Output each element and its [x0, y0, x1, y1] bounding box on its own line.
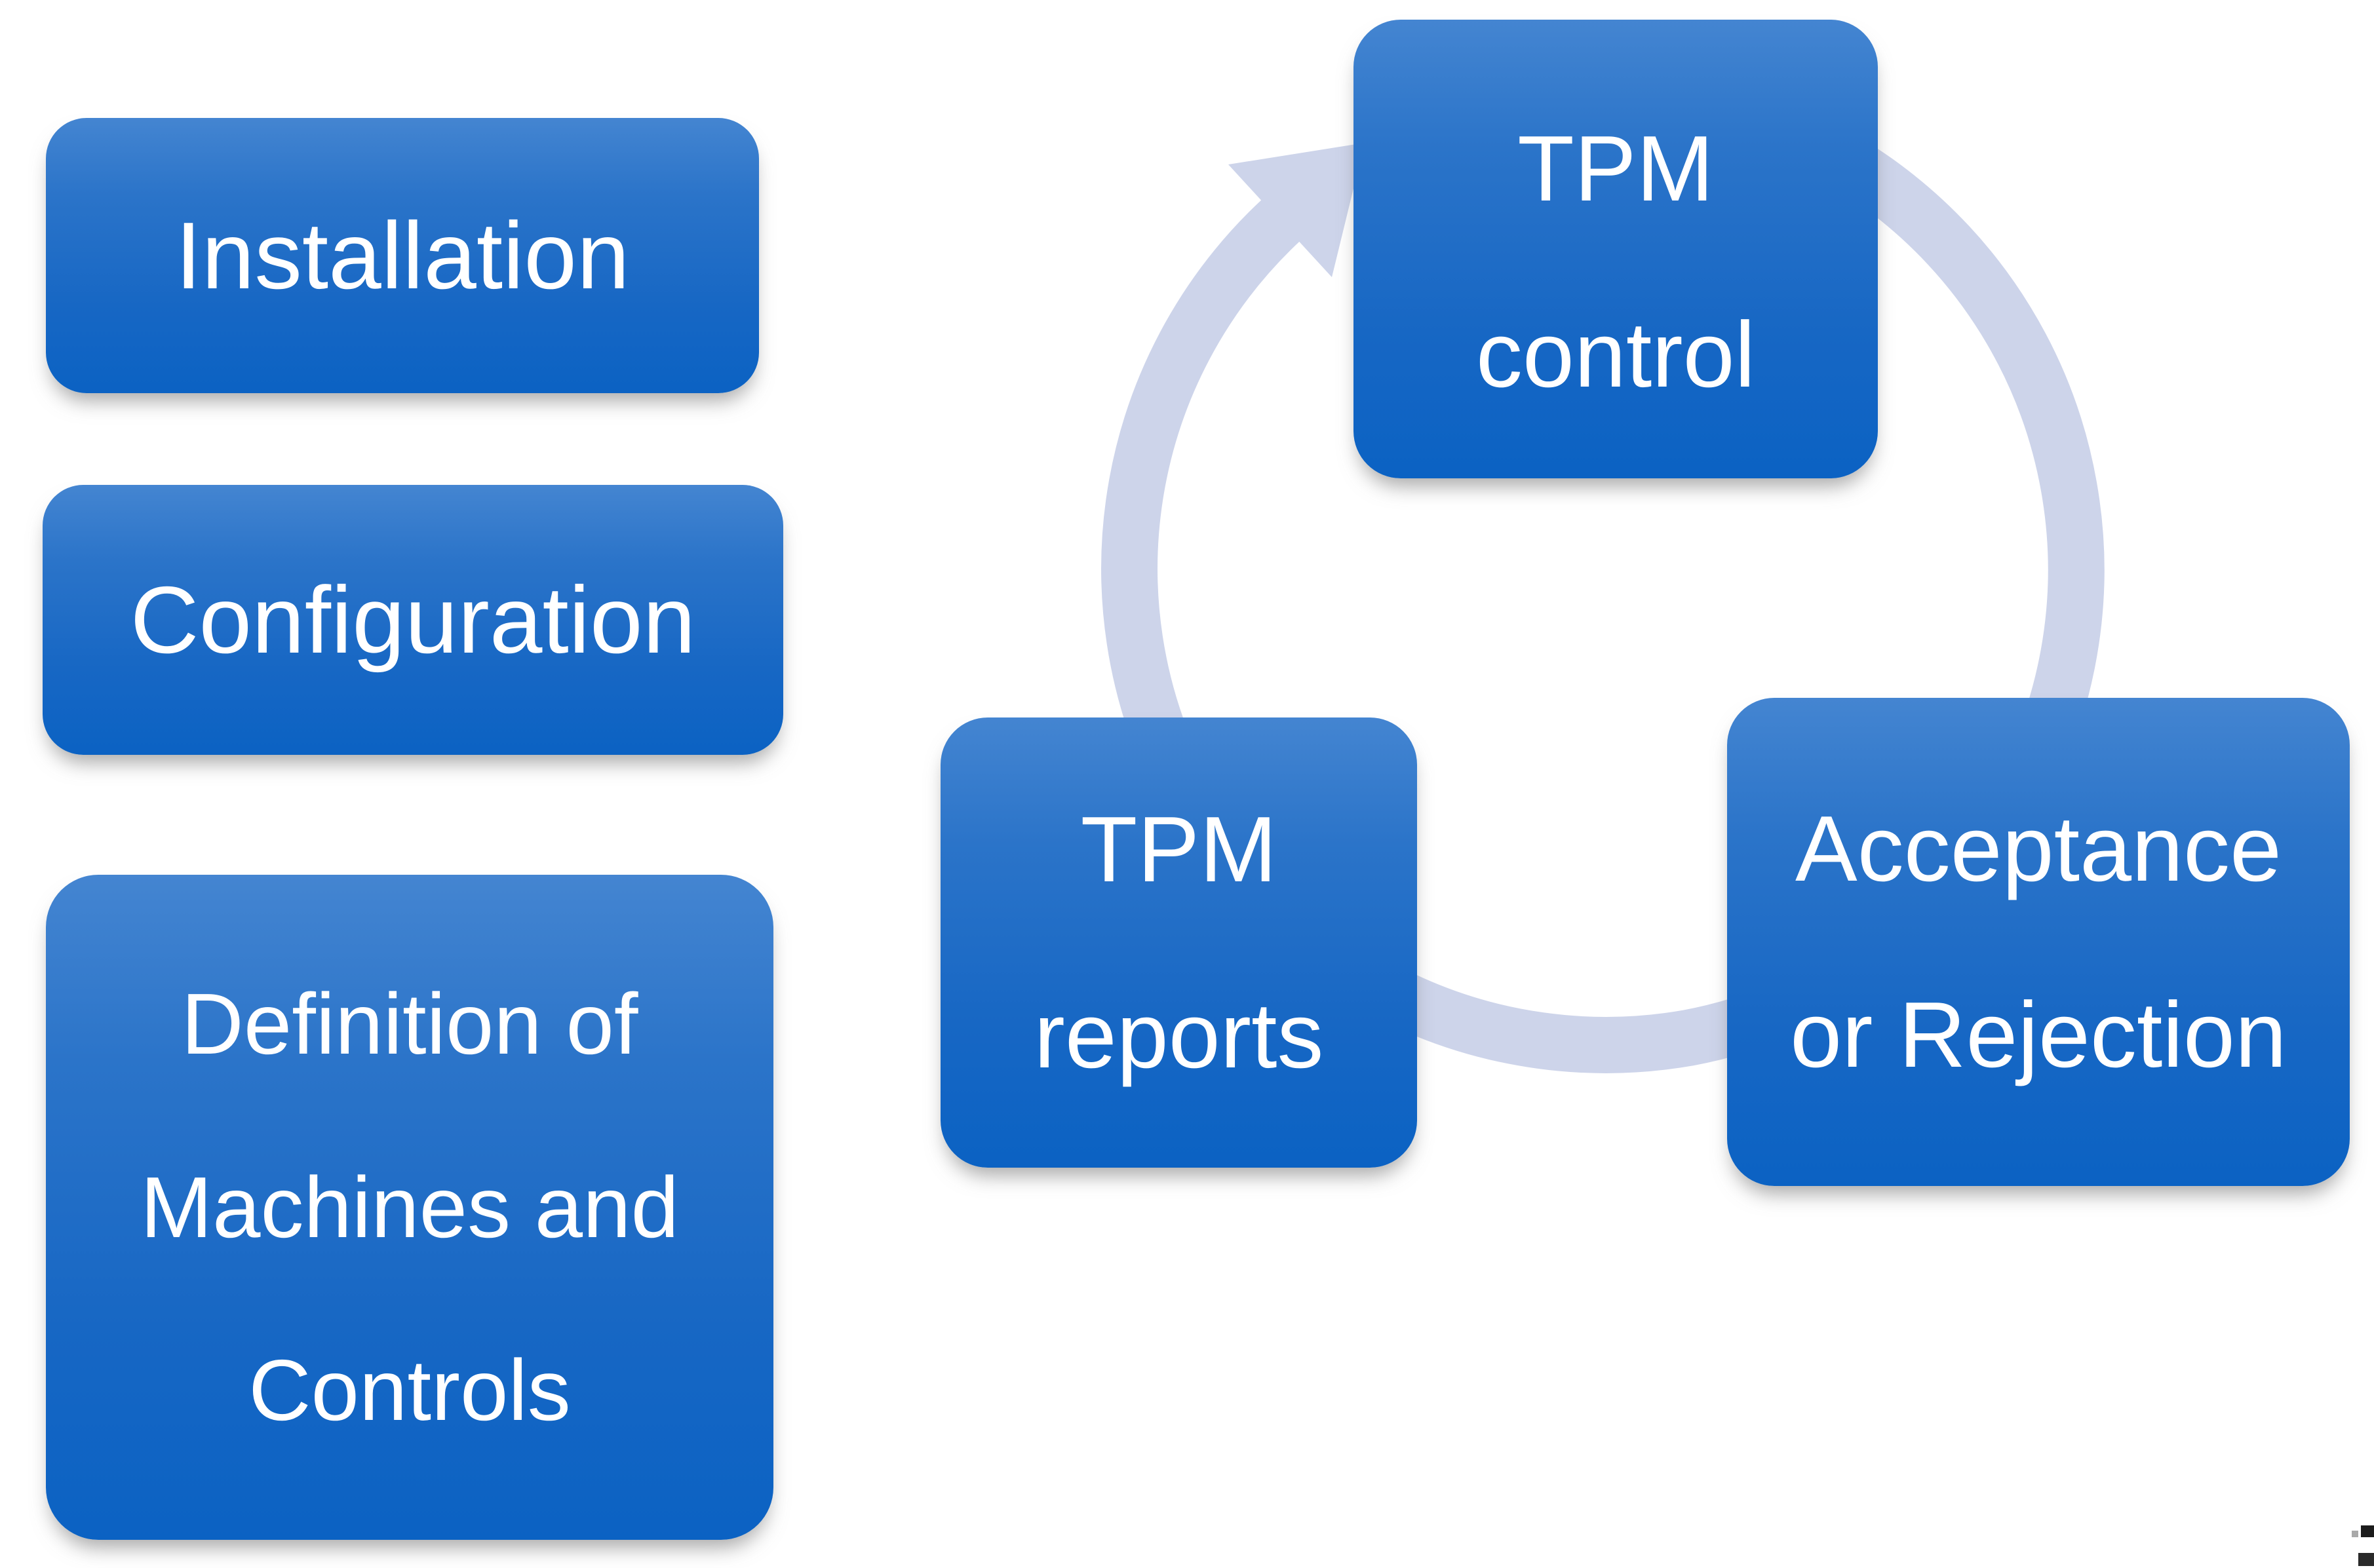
cycle-node-acceptance-or-rejection: Acceptance or Rejection	[1727, 698, 2350, 1186]
process-step-installation: Installation	[46, 118, 759, 393]
process-step-configuration: Configuration	[43, 485, 783, 755]
edge-artifact-mark	[2361, 1525, 2374, 1537]
box-label-line: Machines and	[140, 1158, 679, 1255]
box-label-line: Acceptance	[1795, 796, 2282, 901]
box-label-line: TPM	[1517, 117, 1714, 221]
box-label-line: control	[1475, 303, 1756, 407]
cycle-arrowhead-icon	[1228, 143, 1365, 277]
edge-artifact-mark	[2358, 1553, 2374, 1566]
cycle-node-tpm-reports: TPM reports	[941, 717, 1417, 1168]
process-step-definition-of-machines-and-controls: Definition of Machines and Controls	[46, 875, 773, 1540]
box-label-line: Configuration	[130, 566, 696, 673]
box-label-line: Installation	[175, 202, 630, 309]
box-label-line: TPM	[1080, 797, 1277, 902]
cycle-node-tpm-control: TPM control	[1353, 20, 1878, 478]
box-label-line: or Rejection	[1790, 982, 2287, 1087]
box-label-line: Controls	[248, 1342, 571, 1439]
box-label-line: reports	[1034, 983, 1324, 1088]
edge-artifact-speck	[2352, 1531, 2358, 1537]
box-label-line: Definition of	[181, 975, 638, 1072]
